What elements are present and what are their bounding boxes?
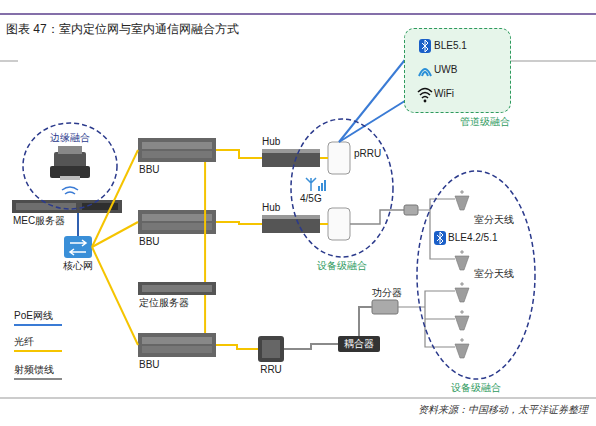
- source-caption: 资料来源：中国移动，太平洋证券整理: [418, 404, 588, 416]
- connector: [320, 157, 328, 159]
- connector: [216, 150, 262, 158]
- legend-entry: 射频馈线: [14, 364, 54, 376]
- node-label: Hub: [262, 202, 280, 214]
- node-label: 设备级融合: [317, 260, 367, 272]
- node-label: BBU: [139, 236, 160, 248]
- bluetooth-icon: [434, 231, 446, 245]
- edge-fusion-zone: 边缘融合: [22, 122, 118, 210]
- node-label: Hub: [262, 136, 280, 148]
- part-label: BLE4.2/5.1: [448, 232, 497, 244]
- connector: [77, 213, 79, 236]
- hub: Hub: [262, 149, 320, 167]
- rf-feeder: [350, 210, 404, 224]
- part-label: 室分天线: [474, 214, 514, 226]
- connector: [216, 345, 258, 349]
- rru-icon: [258, 336, 284, 362]
- connector: [92, 150, 138, 247]
- node-label: WiFi: [434, 88, 454, 100]
- legend-entry: PoE网线: [14, 310, 53, 322]
- connector: [284, 344, 338, 349]
- rf-feeder: [398, 291, 455, 347]
- bbu: BBU: [138, 210, 216, 234]
- part-label: 室分天线: [474, 268, 514, 280]
- node-label: UWB: [434, 64, 457, 76]
- tech-item: BLE5.1: [416, 36, 502, 56]
- bbu: BBU: [138, 333, 216, 357]
- positioning-server: 定位服务器: [138, 282, 216, 295]
- prru-icon: [328, 142, 350, 240]
- legend-label: PoE网线: [14, 310, 53, 321]
- coupler: 耦合器: [338, 336, 380, 352]
- connector: [204, 295, 206, 333]
- node-label: 定位服务器: [139, 297, 189, 309]
- legend-line: [14, 378, 62, 380]
- node-label: pRRU: [354, 148, 381, 160]
- rru: RRU: [258, 336, 284, 362]
- node-label: 核心网: [63, 260, 93, 272]
- bbu-icon: [138, 138, 216, 357]
- legend-entry: 光纤: [14, 336, 34, 348]
- device-fusion-zone: 设备级融合: [416, 170, 536, 396]
- bottom-rule: [0, 398, 596, 399]
- legend-line: [14, 324, 62, 326]
- core-network: 核心网: [64, 236, 92, 258]
- node-label: 设备级融合: [451, 382, 501, 394]
- connector: [204, 162, 206, 282]
- mec-server: MEC服务器: [12, 200, 122, 213]
- fiber-wire: [320, 223, 328, 225]
- node-label: MEC服务器: [13, 215, 65, 227]
- positioning-server-icon: [138, 282, 216, 295]
- power-splitter: 功分器: [372, 300, 398, 314]
- node-label: BBU: [139, 164, 160, 176]
- node-label: RRU: [260, 364, 282, 376]
- tech-item: WiFi: [416, 84, 502, 104]
- core-network-icon: [64, 236, 92, 258]
- connector: [359, 307, 372, 336]
- connector: [216, 222, 262, 224]
- mec-server-icon: [12, 200, 122, 213]
- splitter-icon: [404, 205, 418, 215]
- legend-label: 光纤: [14, 336, 34, 347]
- node-label: BLE5.1: [434, 40, 467, 52]
- connector: [92, 247, 138, 345]
- hub: Hub: [262, 215, 320, 233]
- figure-title: 图表 47：室内定位网与室内通信网融合方式: [6, 22, 239, 36]
- antenna-icon: [455, 190, 469, 358]
- fusion-outline: [290, 118, 394, 258]
- node-label: 耦合器: [344, 338, 374, 350]
- top-rule: [0, 13, 596, 15]
- connector: [92, 222, 138, 247]
- legend-line: [14, 350, 62, 352]
- node-label: 边缘融合: [50, 132, 90, 144]
- power-splitter-icon: [372, 300, 398, 314]
- node-label: 管道级融合: [460, 116, 510, 128]
- node-label: 功分器: [372, 287, 402, 299]
- pipe-fusion-zone: BLE5.1UWB WiFi 管道级融合: [404, 28, 512, 132]
- rule: [505, 61, 596, 62]
- node-label: BBU: [139, 359, 160, 371]
- bbu: BBU: [138, 138, 216, 162]
- prru: pRRU: [328, 142, 350, 174]
- legend-label: 射频馈线: [14, 364, 54, 375]
- edge-device: [50, 146, 90, 194]
- part-label: 4/5G: [300, 193, 322, 205]
- rule: [0, 61, 18, 62]
- tech-item: UWB: [416, 60, 502, 80]
- cellular-icon: [306, 178, 326, 191]
